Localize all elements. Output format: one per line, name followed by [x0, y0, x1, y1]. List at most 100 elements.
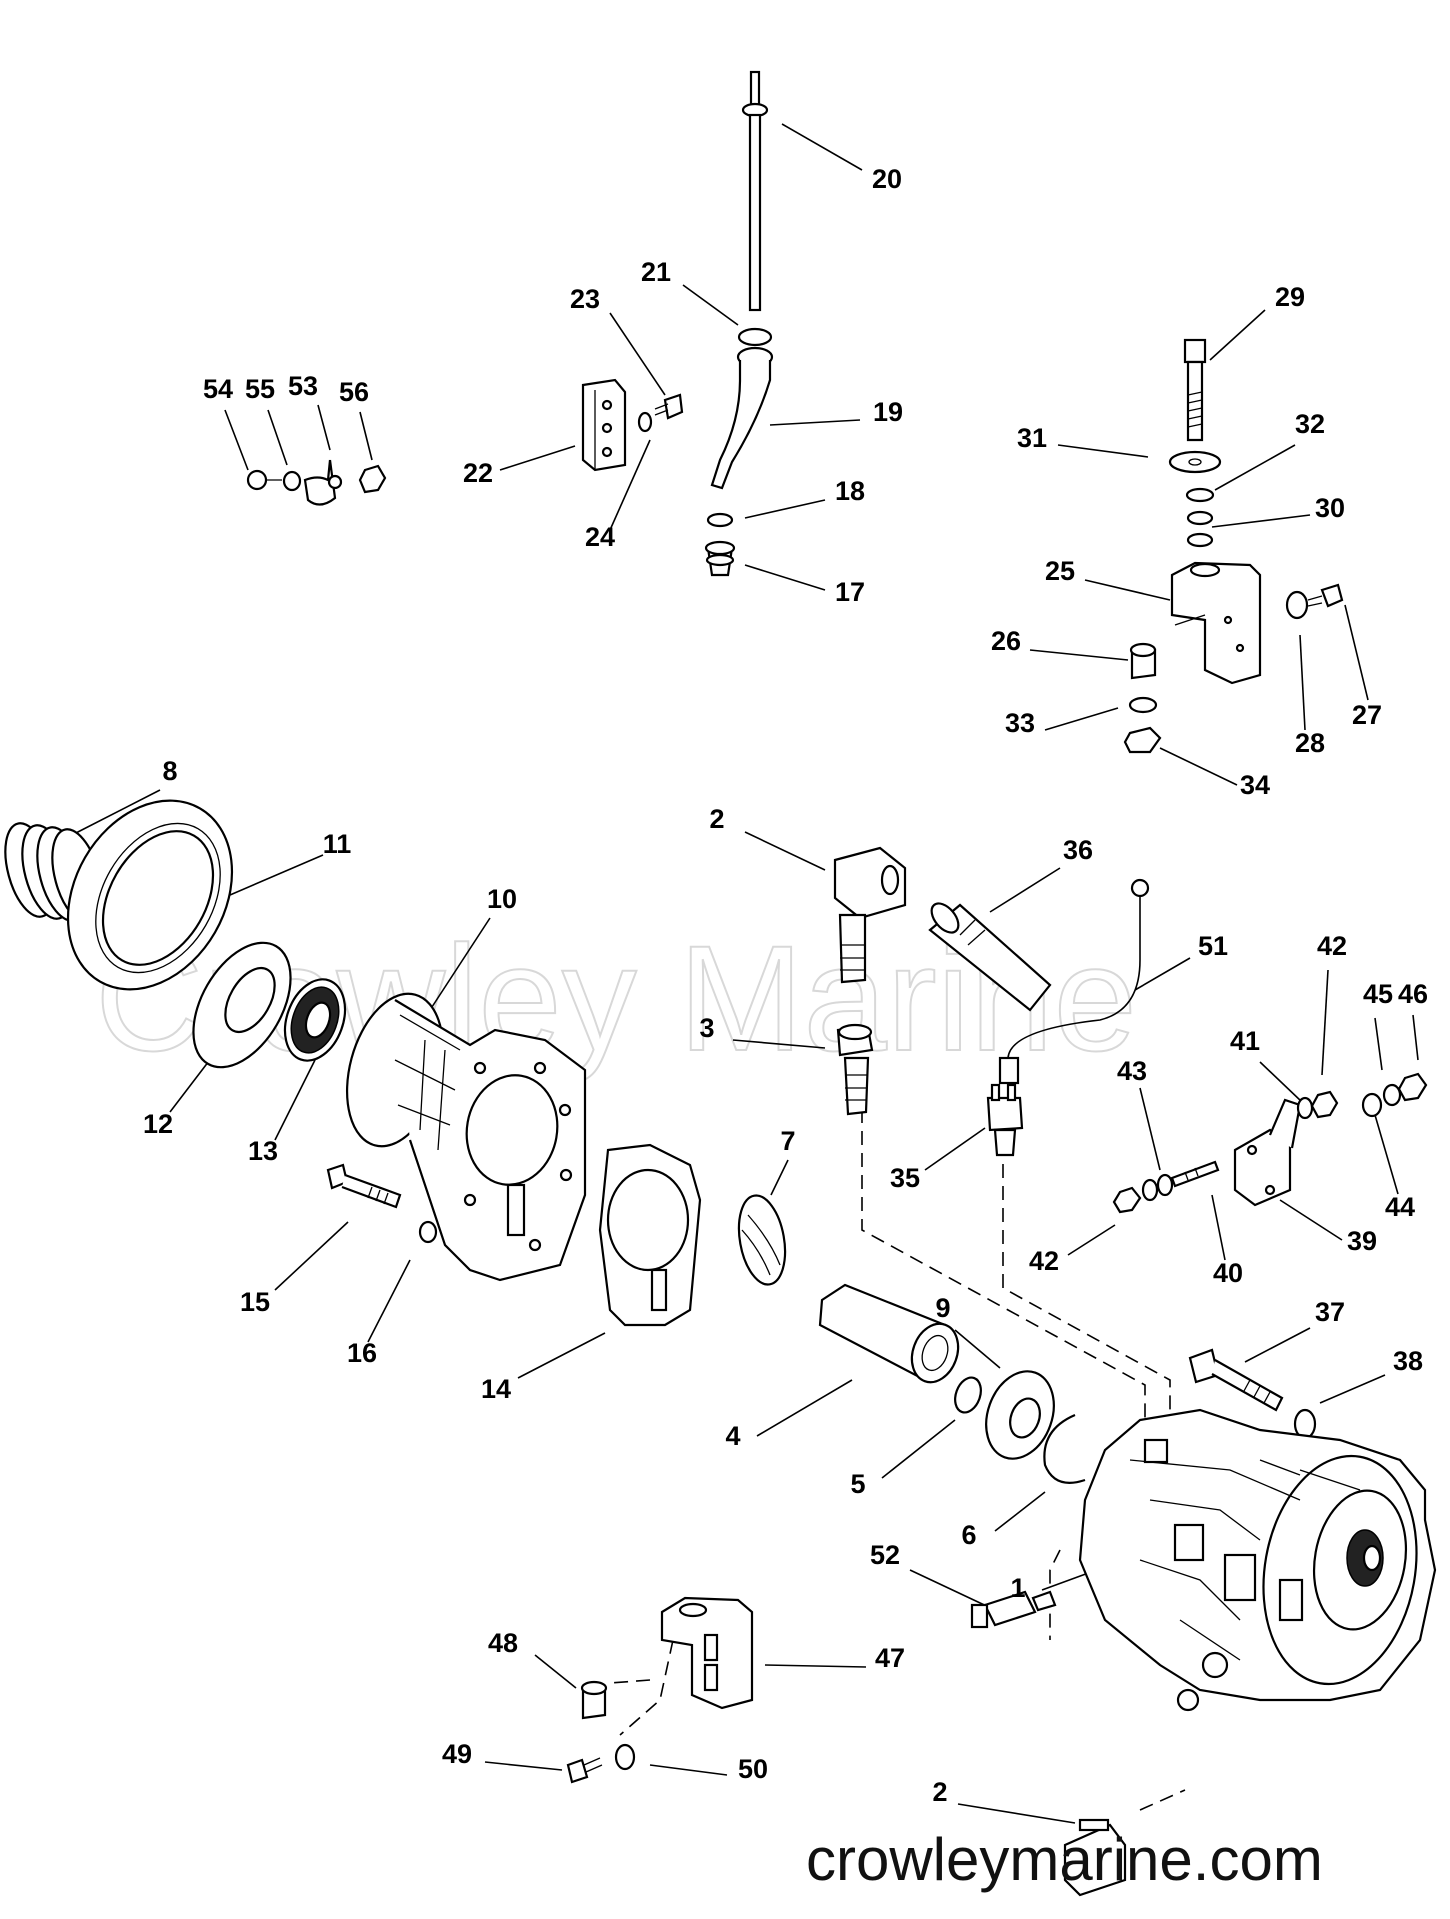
callout-label-c48: 48 — [488, 1628, 518, 1658]
callout-label-c19: 19 — [873, 397, 903, 427]
spacer-5 — [954, 1376, 982, 1414]
fitting-3 — [836, 1023, 874, 1116]
callout-label-c37: 37 — [1315, 1297, 1345, 1327]
leader-line-c15 — [274, 1221, 349, 1291]
leader-line-c14 — [517, 1332, 606, 1379]
callout-label-c31: 31 — [1017, 423, 1047, 453]
washer-24 — [637, 411, 653, 433]
bearing-9 — [985, 1370, 1055, 1460]
assembly-dashed-lines — [609, 1065, 1186, 1811]
leader-line-c34 — [1159, 747, 1238, 786]
callout-label-c17: 17 — [835, 577, 865, 607]
callout-label-c3: 3 — [699, 1013, 714, 1043]
bolt-49 — [566, 1757, 603, 1784]
nut-56 — [358, 464, 387, 494]
leader-line-c44 — [1374, 1114, 1399, 1195]
bracket-25 — [1170, 561, 1262, 685]
callout-label-c10: 10 — [487, 884, 517, 914]
leader-line-c9 — [954, 1329, 1001, 1369]
gasket-14 — [598, 1143, 702, 1327]
leader-line-c22 — [499, 445, 576, 471]
callout-label-c35: 35 — [890, 1163, 920, 1193]
callout-label-c8: 8 — [162, 756, 177, 786]
leader-line-c8 — [71, 789, 161, 836]
leader-line-c46 — [1412, 1014, 1419, 1061]
callout-label-c46: 46 — [1398, 979, 1428, 1009]
callout-label-c20: 20 — [872, 164, 902, 194]
lock-washer-32 — [1185, 487, 1215, 503]
leader-line-c42b — [1067, 1224, 1116, 1256]
nut-34 — [1123, 726, 1162, 754]
callout-label-c55: 55 — [245, 374, 275, 404]
leader-line-c37 — [1244, 1327, 1311, 1363]
callout-label-c51: 51 — [1198, 931, 1228, 961]
leader-line-c3 — [732, 1039, 826, 1049]
callout-label-c12: 12 — [143, 1109, 173, 1139]
dipstick-rod — [741, 70, 769, 312]
callout-label-c40: 40 — [1213, 1258, 1243, 1288]
washer-16 — [418, 1220, 438, 1244]
sleeve-4 — [818, 1283, 960, 1384]
transmission-1 — [1078, 1408, 1437, 1712]
dipstick-tube — [710, 346, 774, 490]
callout-label-c25: 25 — [1045, 556, 1075, 586]
leader-line-c38 — [1319, 1374, 1386, 1404]
bolt-15 — [326, 1163, 402, 1209]
callout-label-c6: 6 — [961, 1520, 976, 1550]
sender-36 — [928, 902, 1052, 1012]
leader-line-c16 — [367, 1259, 411, 1343]
bolt-29 — [1183, 338, 1207, 442]
leader-line-c32 — [1214, 444, 1296, 491]
fitting-17 — [704, 540, 736, 577]
leader-line-c28 — [1299, 634, 1306, 731]
washer-45 — [1382, 1083, 1402, 1107]
leader-line-c51 — [1134, 957, 1191, 991]
callout-label-c16: 16 — [347, 1338, 377, 1368]
bracket-47 — [660, 1596, 754, 1710]
callout-label-c38: 38 — [1393, 1346, 1423, 1376]
leader-lines — [71, 123, 1419, 1824]
o-ring-21 — [737, 327, 773, 347]
callout-label-c21: 21 — [641, 257, 671, 287]
bolt-37 — [1188, 1348, 1284, 1412]
callout-label-c43: 43 — [1117, 1056, 1147, 1086]
stud-40 — [1170, 1160, 1220, 1188]
callout-label-c52: 52 — [870, 1540, 900, 1570]
wire-51 — [998, 878, 1150, 1085]
washer-50 — [614, 1743, 636, 1771]
switch-35 — [986, 1083, 1024, 1157]
callout-label-c24: 24 — [585, 522, 615, 552]
leader-line-c42a — [1321, 969, 1329, 1076]
leader-line-c39 — [1279, 1199, 1343, 1241]
callout-label-c41: 41 — [1230, 1026, 1260, 1056]
needle-bearing-13 — [283, 978, 347, 1062]
washer-31 — [1168, 450, 1222, 474]
callout-label-c47: 47 — [875, 1643, 905, 1673]
callout-label-c4: 4 — [725, 1421, 740, 1451]
leader-line-c19 — [769, 419, 861, 426]
callout-label-c49: 49 — [442, 1739, 472, 1769]
spacer-26 — [1129, 642, 1157, 680]
leader-line-c26 — [1029, 649, 1129, 661]
callout-label-c7: 7 — [780, 1126, 795, 1156]
spacer-48 — [580, 1680, 608, 1720]
callout-label-c32: 32 — [1295, 409, 1325, 439]
leader-line-c13 — [274, 1059, 316, 1141]
snap-ring-6 — [1043, 1413, 1086, 1484]
adapter-housing-10 — [345, 992, 587, 1282]
leader-line-c2a — [744, 831, 826, 871]
leader-line-c35 — [924, 1127, 986, 1171]
callout-label-c56: 56 — [339, 377, 369, 407]
leader-line-c25 — [1084, 579, 1171, 601]
callout-label-c50: 50 — [738, 1754, 768, 1784]
site-url-text: crowleymarine.com — [806, 1826, 1323, 1893]
seal-12 — [192, 941, 292, 1069]
bolt-23 — [654, 393, 684, 420]
callout-label-c39: 39 — [1347, 1226, 1377, 1256]
leader-line-c7 — [770, 1159, 789, 1196]
nut-42b — [1112, 1186, 1142, 1214]
washer-44 — [1361, 1092, 1383, 1118]
washer-28 — [1285, 590, 1309, 620]
callout-label-c9: 9 — [935, 1293, 950, 1323]
callout-label-c42a: 42 — [1317, 931, 1347, 961]
